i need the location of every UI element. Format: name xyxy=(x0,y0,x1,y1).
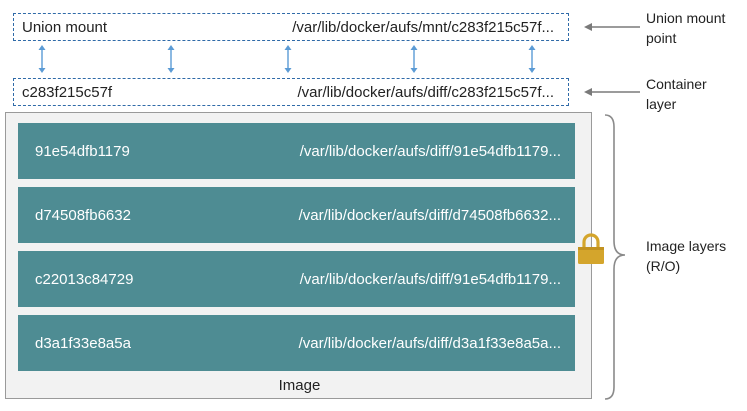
image-caption: Image xyxy=(278,377,321,394)
double-arrow-icon xyxy=(284,45,292,73)
curly-brace-icon xyxy=(604,114,626,400)
left-arrow-icon xyxy=(584,88,640,96)
image-layer: c22013c84729 /var/lib/docker/aufs/diff/9… xyxy=(18,251,575,307)
layer-id: d3a1f33e8a5a xyxy=(35,334,131,352)
container-layer-path: /var/lib/docker/aufs/diff/c283f215c57f..… xyxy=(297,83,554,101)
layer-path: /var/lib/docker/aufs/diff/91e54dfb1179..… xyxy=(299,270,561,288)
union-mount-label: Union mount xyxy=(22,18,108,36)
double-arrow-icon xyxy=(38,45,46,73)
container-layer-id: c283f215c57f xyxy=(22,83,113,101)
double-arrow-icon xyxy=(167,45,175,73)
layer-path: /var/lib/docker/aufs/diff/91e54dfb1179..… xyxy=(299,142,561,160)
container-layer-side-label: Container layer xyxy=(646,76,707,112)
union-mount-path: /var/lib/docker/aufs/mnt/c283f215c57f... xyxy=(292,18,554,36)
layer-id: c22013c84729 xyxy=(35,270,134,288)
image-frame: 91e54dfb1179 /var/lib/docker/aufs/diff/9… xyxy=(5,112,592,399)
double-arrow-icon xyxy=(528,45,536,73)
union-mount-point-label: Union mount point xyxy=(646,10,726,46)
double-arrow-icon xyxy=(410,45,418,73)
layer-path: /var/lib/docker/aufs/diff/d3a1f33e8a5a..… xyxy=(298,334,561,352)
image-layer: d3a1f33e8a5a /var/lib/docker/aufs/diff/d… xyxy=(18,315,575,371)
layer-id: 91e54dfb1179 xyxy=(35,142,130,160)
image-layer: d74508fb6632 /var/lib/docker/aufs/diff/d… xyxy=(18,187,575,243)
union-mount-box: Union mount /var/lib/docker/aufs/mnt/c28… xyxy=(13,13,569,41)
lock-icon xyxy=(578,233,604,264)
left-arrow-icon xyxy=(584,23,640,31)
image-layer: 91e54dfb1179 /var/lib/docker/aufs/diff/9… xyxy=(18,123,575,179)
layer-id: d74508fb6632 xyxy=(35,206,131,224)
layer-path: /var/lib/docker/aufs/diff/d74508fb6632..… xyxy=(298,206,561,224)
container-layer-box: c283f215c57f /var/lib/docker/aufs/diff/c… xyxy=(13,78,569,106)
image-layers-side-label: Image layers (R/O) xyxy=(646,238,727,274)
